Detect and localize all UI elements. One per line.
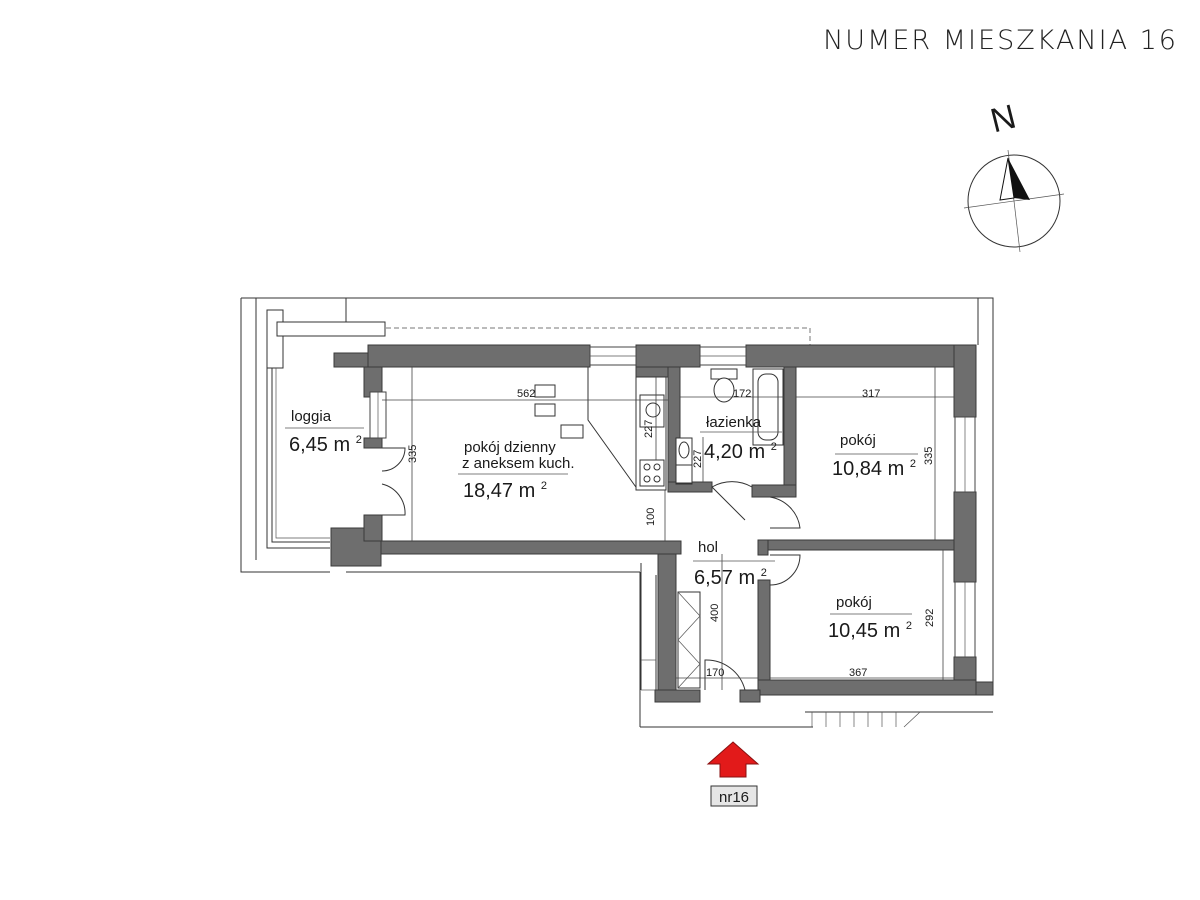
room-name: pokój xyxy=(836,594,872,611)
room-name: łazienka xyxy=(706,414,762,431)
svg-text:10,84 m 2: 10,84 m 2 xyxy=(832,458,916,480)
dim-room1-width: 317 xyxy=(862,388,880,400)
area-unit: m xyxy=(884,620,901,642)
svg-text:6,45 m 2: 6,45 m 2 xyxy=(289,434,362,456)
dimension-labels: 562 335 227 172 227 317 335 100 400 170 … xyxy=(407,388,936,679)
area-unit-superscript: 2 xyxy=(356,434,362,446)
dim-hall-depth: 400 xyxy=(709,604,721,622)
room-label-hall: hol 6,57 m 2 xyxy=(694,539,767,589)
bar-stool-icon xyxy=(534,384,556,398)
area-unit: m xyxy=(888,458,905,480)
washing-machine-icon xyxy=(675,464,693,484)
room-name-line1: pokój dzienny xyxy=(464,439,556,456)
south-balcony-hatch xyxy=(805,711,993,728)
room-label-room2: pokój 10,45 m 2 xyxy=(828,594,912,642)
dim-living-depth: 335 xyxy=(407,445,419,463)
area-unit-superscript: 2 xyxy=(541,480,547,492)
room-name-line2: z aneksem kuch. xyxy=(462,455,575,472)
dim-hall-gap: 100 xyxy=(645,508,657,526)
dim-bathroom-width: 172 xyxy=(733,388,751,400)
compass-north-label: N xyxy=(987,98,1020,141)
unit-tag: nr16 xyxy=(719,789,749,806)
area-unit: m xyxy=(519,480,536,502)
area-unit-superscript: 2 xyxy=(761,567,767,579)
loggia-railing xyxy=(266,309,386,549)
wardrobe xyxy=(677,591,701,689)
dimension-lines xyxy=(382,367,954,690)
room-name: hol xyxy=(698,539,718,556)
room-name: loggia xyxy=(291,408,332,425)
bar-stool-icon xyxy=(534,403,556,417)
room-area-value: 10,45 xyxy=(828,620,878,642)
room-label-living: pokój dzienny z aneksem kuch. 18,47 m 2 xyxy=(462,439,575,502)
dim-kitchen-small: 227 xyxy=(643,420,655,438)
dim-room2-depth: 292 xyxy=(924,609,936,627)
dim-hall-width: 170 xyxy=(706,667,724,679)
room-area-value: 10,84 xyxy=(832,458,882,480)
stove-icon xyxy=(639,459,665,487)
svg-text:6,57 m 2: 6,57 m 2 xyxy=(694,567,767,589)
dim-room2-width: 367 xyxy=(849,667,867,679)
plan-title: NUMER MIESZKANIA 16 xyxy=(823,25,1178,56)
area-unit-superscript: 2 xyxy=(910,458,916,470)
area-unit: m xyxy=(749,441,766,463)
svg-text:10,45 m 2: 10,45 m 2 xyxy=(828,620,912,642)
room-area-value: 6,45 xyxy=(289,434,328,456)
dim-room1-depth: 335 xyxy=(923,447,935,465)
room-name: pokój xyxy=(840,432,876,449)
room-label-room1: pokój 10,84 m 2 xyxy=(832,432,916,480)
area-unit: m xyxy=(334,434,351,456)
dim-bathroom-depth: 227 xyxy=(692,450,704,468)
bar-stool-icon xyxy=(560,424,584,439)
windows xyxy=(369,346,976,658)
room-area-value: 6,57 xyxy=(694,567,733,589)
dim-living-width: 562 xyxy=(517,388,535,400)
label-underlines xyxy=(285,427,918,615)
area-unit: m xyxy=(739,567,756,589)
entrance-marker: nr16 xyxy=(706,741,760,807)
walls xyxy=(330,344,994,703)
room-label-bathroom: łazienka 4,20 m 2 xyxy=(704,414,777,463)
svg-text:18,47 m 2: 18,47 m 2 xyxy=(463,480,547,502)
compass-icon: N xyxy=(963,98,1065,253)
kitchen-fixtures xyxy=(534,367,667,491)
area-unit-superscript: 2 xyxy=(771,441,777,453)
balcony-slab-outline xyxy=(386,327,811,345)
doors xyxy=(381,447,801,691)
area-unit-superscript: 2 xyxy=(906,620,912,632)
room-area-value: 4,20 xyxy=(704,441,743,463)
room-label-loggia: loggia 6,45 m 2 xyxy=(289,408,362,456)
unit-tag-box xyxy=(710,785,758,807)
entrance-arrow-icon xyxy=(706,741,760,778)
svg-text:4,20 m 2: 4,20 m 2 xyxy=(704,441,777,463)
room-area-value: 18,47 xyxy=(463,480,513,502)
